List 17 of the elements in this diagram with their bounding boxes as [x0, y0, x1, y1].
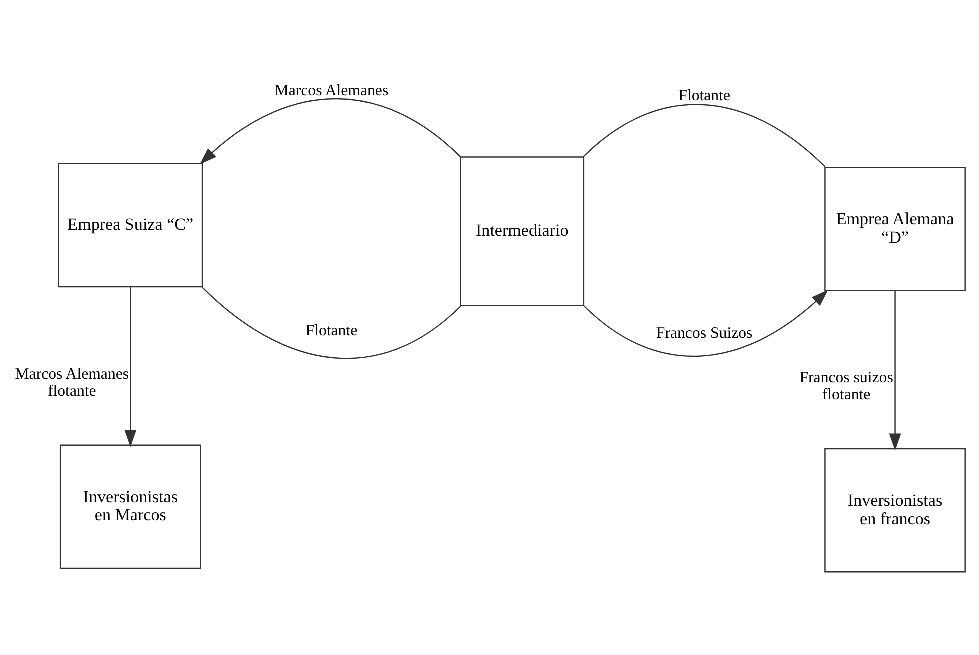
edge-label: Francos suizos flotante: [800, 370, 894, 404]
connector: [582, 104, 826, 168]
node-box: Emprea Suiza “C”: [58, 163, 204, 288]
node-box: Inversionistas en francos: [824, 448, 966, 573]
edge-label: Marcos Alemanes flotante: [15, 366, 130, 400]
arrow: [124, 287, 137, 448]
edge-label: Flotante: [678, 87, 731, 104]
arrow: [584, 290, 828, 357]
arrow: [889, 290, 902, 451]
edge-label: Flotante: [306, 322, 358, 340]
edge-label: Francos Suizos: [656, 325, 753, 342]
arrow: [200, 98, 462, 165]
edge-label: Marcos Alemanes: [274, 82, 389, 100]
node-box: Intermediario: [460, 156, 585, 306]
node-box: Emprea Alemana “D”: [824, 166, 966, 292]
node-box: Inversionistas en Marcos: [60, 444, 202, 570]
connector: [202, 287, 462, 360]
